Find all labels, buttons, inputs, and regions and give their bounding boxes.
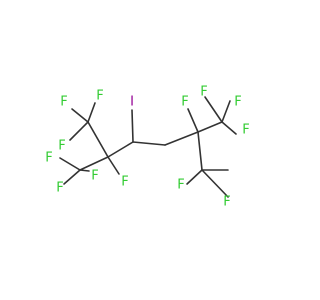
atom-f-lower-left-2: F [56, 181, 63, 196]
bond-c1-f1 [71, 108, 89, 123]
molecule-structure-diagram: F F F I F F F F F F F F F F [45, 85, 249, 210]
bond-c3-c2 [79, 156, 109, 171]
bond-c8-f12 [186, 169, 203, 185]
bond-c3-f7 [63, 169, 81, 185]
atom-f-upper-left-2: F [96, 89, 103, 104]
bond-c7-f11 [221, 121, 237, 135]
bond-c4-c5 [132, 141, 166, 146]
atom-f-upper-right-1: F [200, 85, 207, 100]
bond-c2-f5 [107, 156, 120, 175]
atom-f-c6: F [181, 95, 188, 110]
bond-c6-f4 [187, 108, 199, 133]
atom-f-upper-right-2: F [234, 95, 241, 110]
atom-f-lower-left-1: F [45, 151, 52, 166]
bond-c1-c2 [87, 121, 109, 158]
bond-c2-c4 [107, 141, 134, 158]
atom-iodine: I [130, 95, 134, 110]
bond-c7-f10 [221, 100, 231, 123]
atom-f-lower-left-3: F [91, 169, 98, 184]
bond-c8-f13 [201, 169, 229, 198]
atom-f-upper-left-3: F [58, 139, 65, 154]
atom-f-lower-right-2: F [223, 195, 230, 210]
atom-f-upper-left-1: F [60, 95, 67, 110]
bond-c4-i1 [131, 109, 134, 143]
bond-c1-f2 [87, 102, 96, 123]
bond-c7-f9 [204, 96, 223, 123]
bonds [59, 96, 237, 198]
atom-f-upper-right-3: F [242, 123, 249, 138]
bond-c3-f6 [59, 157, 81, 171]
bond-c1-f3 [69, 121, 89, 141]
bond-c3-f8 [79, 169, 90, 172]
bond-c5-c6 [164, 131, 199, 146]
atom-f-c2: F [121, 175, 128, 190]
atom-labels: F F F I F F F F F F F F F F [45, 85, 249, 210]
bond-c6-c8 [197, 131, 203, 171]
atom-f-lower-right-1: F [177, 178, 184, 193]
bond-c6-c7 [197, 121, 223, 133]
